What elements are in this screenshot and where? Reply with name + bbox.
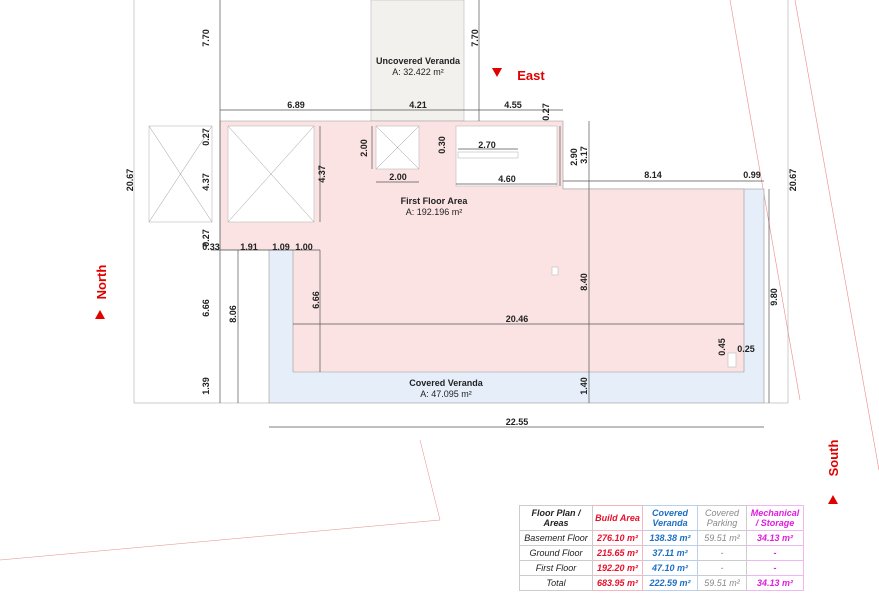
dim-label: 0.27	[541, 103, 551, 121]
dim-label: 0.30	[437, 136, 447, 154]
area-summary-table: Floor Plan / Areas Build Area Covered Ve…	[519, 505, 804, 591]
dim-label: 22.55	[506, 417, 529, 427]
cell-covered-veranda: 47.10 m²	[642, 560, 698, 576]
row-label: Total	[519, 575, 593, 591]
row-label: Basement Floor	[519, 530, 593, 546]
north-label: North	[94, 265, 109, 300]
covered-veranda-area-value: A: 47.095 m²	[420, 389, 472, 399]
dim-label: 1.40	[579, 377, 589, 395]
dim-label: 3.17	[579, 146, 589, 164]
first-floor-area-value: A: 192.196 m²	[406, 207, 463, 217]
dim-label: 4.37	[317, 165, 327, 183]
uncovered-veranda-label: Uncovered Veranda	[376, 56, 461, 66]
south-arrow-icon	[828, 495, 838, 504]
dim-label: 0.99	[743, 170, 761, 180]
dim-label: 6.66	[201, 299, 211, 317]
dim-label: 8.06	[228, 305, 238, 323]
dim-label: 1.39	[201, 377, 211, 395]
uncovered-veranda-area-value: A: 32.422 m²	[392, 67, 444, 77]
dim-label: 1.91	[240, 242, 258, 252]
dimension-lines	[211, 0, 770, 428]
dim-label: 0.33	[202, 242, 220, 252]
uncovered-veranda-area	[370, 0, 465, 122]
cell-covered-veranda: 138.38 m²	[642, 530, 698, 546]
cell-mechanical-storage: -	[746, 560, 804, 576]
direction-markers: East North South	[94, 68, 841, 504]
dim-label: 9.80	[769, 288, 779, 306]
dim-label: 4.37	[201, 173, 211, 191]
cell-covered-parking: -	[697, 560, 747, 576]
cell-mechanical-storage: -	[746, 545, 804, 561]
cell-covered-parking: 59.51 m²	[697, 530, 747, 546]
header-floor-plan: Floor Plan / Areas	[519, 505, 593, 531]
cell-build-area: 192.20 m²	[592, 560, 643, 576]
dim-label: 7.70	[470, 29, 480, 47]
cell-build-area: 276.10 m²	[592, 530, 643, 546]
table-row: Ground Floor 215.65 m² 37.11 m² - -	[519, 545, 804, 561]
header-covered-parking: Covered Parking	[697, 505, 747, 531]
dim-label: 0.27	[201, 128, 211, 146]
dim-label: 1.09	[272, 242, 290, 252]
dim-label: 0.25	[737, 344, 755, 354]
dim-label: 4.55	[504, 100, 522, 110]
site-boundary	[0, 0, 879, 561]
dim-label: 8.40	[579, 273, 589, 291]
cell-covered-veranda: 37.11 m²	[642, 545, 698, 561]
row-label: First Floor	[519, 560, 593, 576]
dim-label: 0.27	[201, 229, 211, 247]
covered-veranda-label: Covered Veranda	[409, 378, 484, 388]
cell-build-area: 215.65 m²	[592, 545, 643, 561]
dimension-labels: 7.70 7.70 20.67 20.67 6.89 4.21 4.55 0.2…	[125, 29, 798, 427]
north-arrow-icon	[95, 310, 105, 319]
south-label: South	[826, 440, 841, 477]
dim-label: 2.00	[389, 172, 407, 182]
row-label: Ground Floor	[519, 545, 593, 561]
area-labels: Uncovered Veranda A: 32.422 m² First Flo…	[376, 56, 484, 399]
dim-label: 2.90	[569, 148, 579, 166]
dim-label: 8.14	[644, 170, 662, 180]
cell-covered-parking: -	[697, 545, 747, 561]
dim-label: 20.67	[788, 169, 798, 192]
header-build-area: Build Area	[592, 505, 643, 531]
east-arrow-icon	[492, 68, 502, 77]
table-row-total: Total 683.95 m² 222.59 m² 59.51 m² 34.13…	[519, 575, 804, 591]
dim-label: 4.60	[498, 174, 516, 184]
cell-covered-parking: 59.51 m²	[697, 575, 747, 591]
void-boxes	[148, 125, 737, 368]
dim-label: 6.66	[311, 291, 321, 309]
header-mechanical-storage: Mechanical / Storage	[746, 505, 804, 531]
dim-label: 2.70	[478, 140, 496, 150]
dim-label: 20.46	[506, 314, 529, 324]
cell-covered-veranda: 222.59 m²	[642, 575, 698, 591]
dim-label: 20.67	[125, 169, 135, 192]
east-label: East	[517, 68, 545, 83]
header-covered-veranda: Covered Veranda	[642, 505, 698, 531]
dim-label: 4.21	[409, 100, 427, 110]
table-header-row: Floor Plan / Areas Build Area Covered Ve…	[519, 505, 804, 531]
dim-label: 1.00	[295, 242, 313, 252]
dim-label: 0.45	[717, 338, 727, 356]
dim-label: 2.00	[359, 139, 369, 157]
dim-label: 7.70	[201, 29, 211, 47]
dim-label: 6.89	[287, 100, 305, 110]
table-row: Basement Floor 276.10 m² 138.38 m² 59.51…	[519, 530, 804, 546]
cell-mechanical-storage: 34.13 m²	[746, 530, 804, 546]
table-row: First Floor 192.20 m² 47.10 m² - -	[519, 560, 804, 576]
cell-mechanical-storage: 34.13 m²	[746, 575, 804, 591]
cell-build-area: 683.95 m²	[592, 575, 643, 591]
first-floor-label: First Floor Area	[401, 196, 469, 206]
